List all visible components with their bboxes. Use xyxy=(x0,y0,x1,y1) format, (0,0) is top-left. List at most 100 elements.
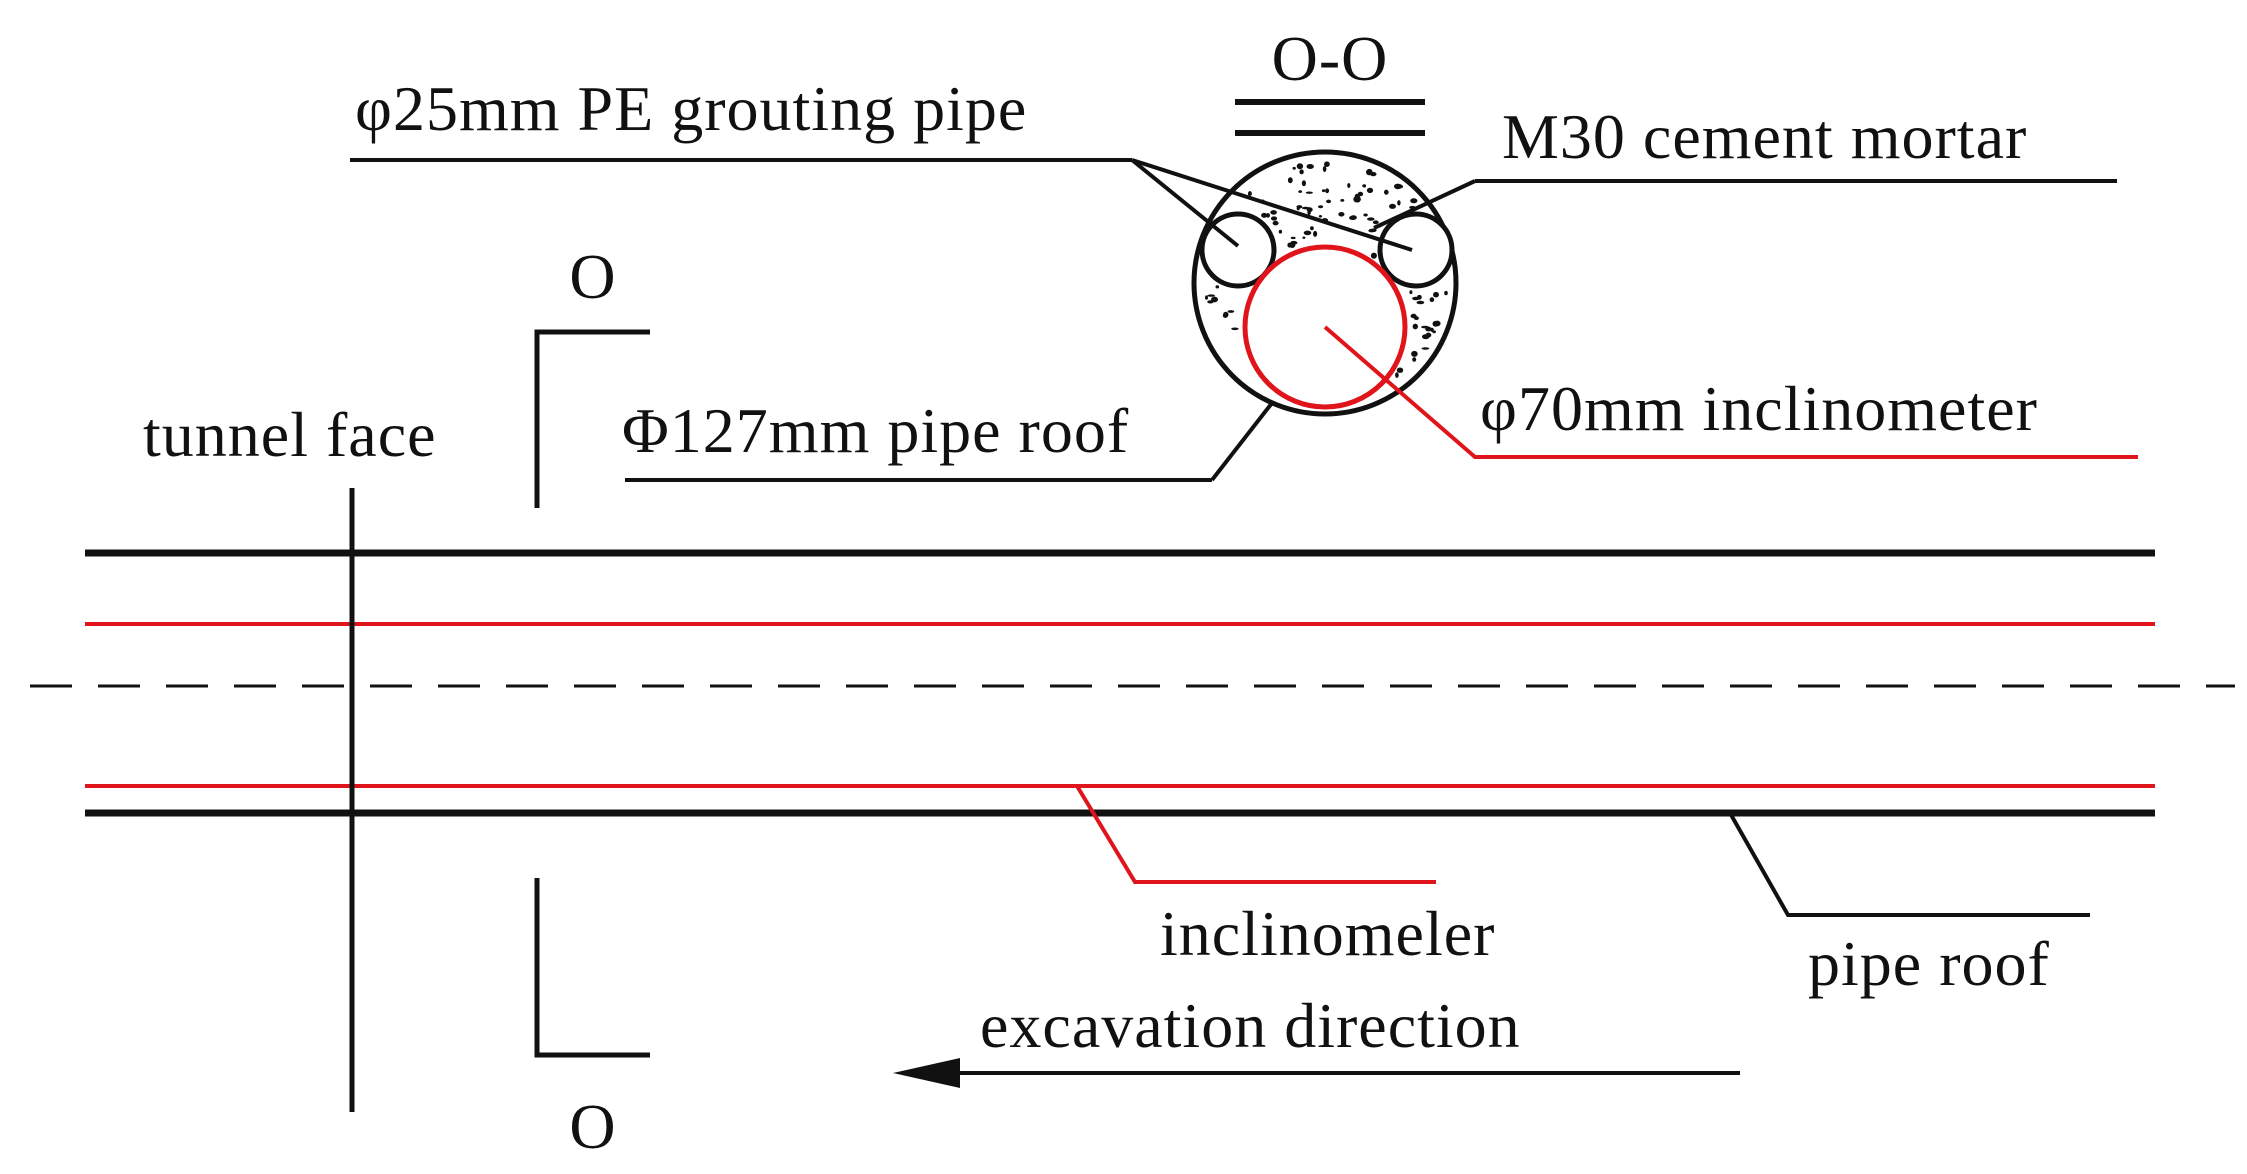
section-cut-top xyxy=(534,329,650,508)
mortar-speckle xyxy=(1310,226,1314,231)
pe-grouting-pipe-label: φ25mm PE grouting pipe xyxy=(355,73,1027,144)
mortar-speckle xyxy=(1278,229,1283,234)
grouting-pipe-right xyxy=(1377,211,1455,289)
grout-circle xyxy=(1191,149,1459,417)
mortar-speckle xyxy=(1413,316,1419,321)
mortar-speckles xyxy=(1205,161,1448,378)
section-o-o: O-O xyxy=(1191,23,1459,417)
mortar-speckle xyxy=(1215,285,1220,289)
mortar-speckle xyxy=(1347,183,1351,188)
mortar-speckle xyxy=(1421,347,1430,350)
mortar-speckle xyxy=(1325,188,1330,194)
mortar-speckle xyxy=(1384,189,1389,195)
mortar-speckle xyxy=(1222,313,1228,318)
mortar-speckle xyxy=(1411,350,1418,357)
mortar-speckle xyxy=(1322,166,1327,172)
mortar-speckle xyxy=(1207,294,1215,297)
mortar-speckle xyxy=(1324,161,1330,167)
mortar-speckle xyxy=(1410,198,1418,204)
cement-mortar-label: M30 cement mortar xyxy=(1502,101,2027,172)
mortar-speckle xyxy=(1287,242,1292,248)
mortar-speckle xyxy=(1395,372,1399,378)
excavation-direction-label: excavation direction xyxy=(980,990,1521,1061)
inclinometer-leader xyxy=(1075,784,1436,884)
mortar-speckle xyxy=(1417,295,1421,300)
mortar-speckle xyxy=(1292,166,1296,170)
mortar-speckle xyxy=(1363,213,1368,217)
mortar-speckle xyxy=(1302,236,1306,239)
mortar-speckle xyxy=(1296,207,1300,211)
mortar-speckle xyxy=(1270,210,1277,215)
mortar-speckle xyxy=(1266,213,1270,218)
text-labels: φ25mm PE grouting pipe M30 cement mortar… xyxy=(143,73,2050,1162)
mortar-speckle xyxy=(1366,168,1373,176)
mortar-speckle xyxy=(1305,191,1313,194)
mortar-speckle xyxy=(1429,297,1435,303)
mortar-speckle xyxy=(1247,191,1252,197)
mortar-speckle xyxy=(1353,196,1361,203)
mortar-speckle xyxy=(1296,163,1304,170)
mortar-speckle xyxy=(1227,310,1235,313)
mortar-speckle xyxy=(1313,230,1318,237)
pipe-roof-section-label: Φ127mm pipe roof xyxy=(622,395,1129,466)
mortar-speckle xyxy=(1261,212,1268,218)
mortar-speckle xyxy=(1272,220,1279,226)
longitudinal-view xyxy=(30,329,2235,1112)
mortar-speckle xyxy=(1318,205,1324,209)
mortar-speckle xyxy=(1433,291,1439,298)
mortar-speckle xyxy=(1270,216,1278,221)
mortar-speckle xyxy=(1231,327,1239,331)
inclinometer-label: inclinomeler xyxy=(1160,898,1495,969)
mortar-speckle xyxy=(1205,295,1208,300)
pipe-roof-label: pipe roof xyxy=(1808,928,2050,999)
tunnel-face-label: tunnel face xyxy=(143,399,437,470)
mortar-speckle xyxy=(1367,217,1375,221)
leader-lines xyxy=(350,158,2138,482)
mortar-speckle xyxy=(1306,164,1314,169)
mortar-speckle xyxy=(1395,184,1404,189)
mortar-speckle xyxy=(1434,320,1441,327)
mortar-speckle xyxy=(1303,230,1312,236)
mortar-speckle xyxy=(1299,169,1304,175)
mortar-speckle xyxy=(1298,190,1303,193)
mortar-speckle xyxy=(1362,184,1367,188)
excavation-arrow-head xyxy=(893,1058,960,1088)
mortar-speckle xyxy=(1318,215,1322,218)
mortar-speckle xyxy=(1340,199,1345,202)
mortar-speckle xyxy=(1396,367,1404,373)
inclinometer-section-leader xyxy=(1323,325,2138,459)
mortar-speckle xyxy=(1421,325,1429,329)
mortar-speckle xyxy=(1287,177,1293,184)
mortar-speckle xyxy=(1326,199,1332,204)
mortar-speckle xyxy=(1366,187,1374,194)
section-mark-bottom: O xyxy=(569,1091,616,1162)
mortar-speckle xyxy=(1357,191,1364,197)
mortar-speckle xyxy=(1372,220,1379,225)
mortar-speckle xyxy=(1207,300,1214,304)
mortar-speckle xyxy=(1412,357,1417,362)
section-title: O-O xyxy=(1272,23,1389,94)
pipe-roof-section-leader xyxy=(1210,401,1274,482)
mortar-speckle xyxy=(1350,215,1357,220)
mortar-speckle xyxy=(1444,290,1448,296)
section-mark-top: O xyxy=(569,241,616,312)
mortar-speckle xyxy=(1412,323,1419,330)
section-cut-bottom xyxy=(534,878,650,1058)
pipe-roof-leader xyxy=(1728,812,2090,917)
mortar-speckle xyxy=(1397,200,1401,206)
mortar-speckle xyxy=(1370,252,1377,259)
mortar-speckle xyxy=(1307,210,1311,216)
inclinometer-section-label: φ70mm inclinometer xyxy=(1480,373,2038,444)
mortar-speckle xyxy=(1416,300,1425,305)
mortar-leader xyxy=(1373,179,1476,230)
mortar-speckle xyxy=(1425,332,1432,338)
mortar-speckle xyxy=(1321,189,1326,193)
mortar-speckle xyxy=(1430,327,1434,332)
mortar-speckle xyxy=(1409,290,1413,295)
mortar-speckle xyxy=(1389,203,1396,209)
pe-pipe-leader-right xyxy=(1131,158,1413,252)
mortar-speckle xyxy=(1290,236,1296,240)
mortar-speckle xyxy=(1301,180,1306,187)
mortar-speckle xyxy=(1338,212,1345,217)
